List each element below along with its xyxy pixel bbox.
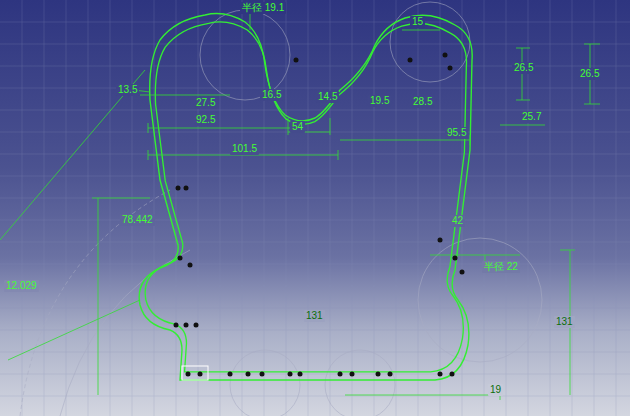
- dimension-label: 19: [488, 384, 503, 396]
- dimension-label: 14.5: [316, 91, 339, 103]
- dimension-label: 131: [554, 316, 575, 328]
- constraint-symbols: [174, 53, 465, 377]
- dimension-label: 半径 19.1: [240, 2, 286, 14]
- dimension-label: 27.5: [194, 97, 217, 109]
- dimension-label: 42: [450, 215, 465, 227]
- dimension-label: 12.029: [4, 280, 39, 292]
- profile-outline: [139, 14, 472, 380]
- dimension-label: 26.5: [512, 62, 535, 74]
- dimension-label: 16.5: [260, 89, 283, 101]
- dimension-label: 28.5: [411, 96, 434, 108]
- dimension-label: 78.442: [120, 214, 155, 226]
- dimension-label: 131: [304, 310, 325, 322]
- dimension-label: 15: [410, 16, 425, 28]
- dimension-label: 101.5: [230, 143, 259, 155]
- selection-mark: [182, 366, 208, 380]
- dimension-label: 19.5: [368, 95, 391, 107]
- construction-circles: [20, 2, 542, 416]
- dimension-label: 13.5: [116, 84, 139, 96]
- dimension-label: 25.7: [520, 111, 543, 123]
- dimension-label: 92.5: [194, 114, 217, 126]
- dimension-label: 26.5: [578, 68, 601, 80]
- dimension-label: 54: [290, 121, 305, 133]
- dimension-label: 95.5: [445, 127, 468, 139]
- dimension-lines: [0, 12, 600, 400]
- dimension-label: 半径 22: [482, 261, 520, 273]
